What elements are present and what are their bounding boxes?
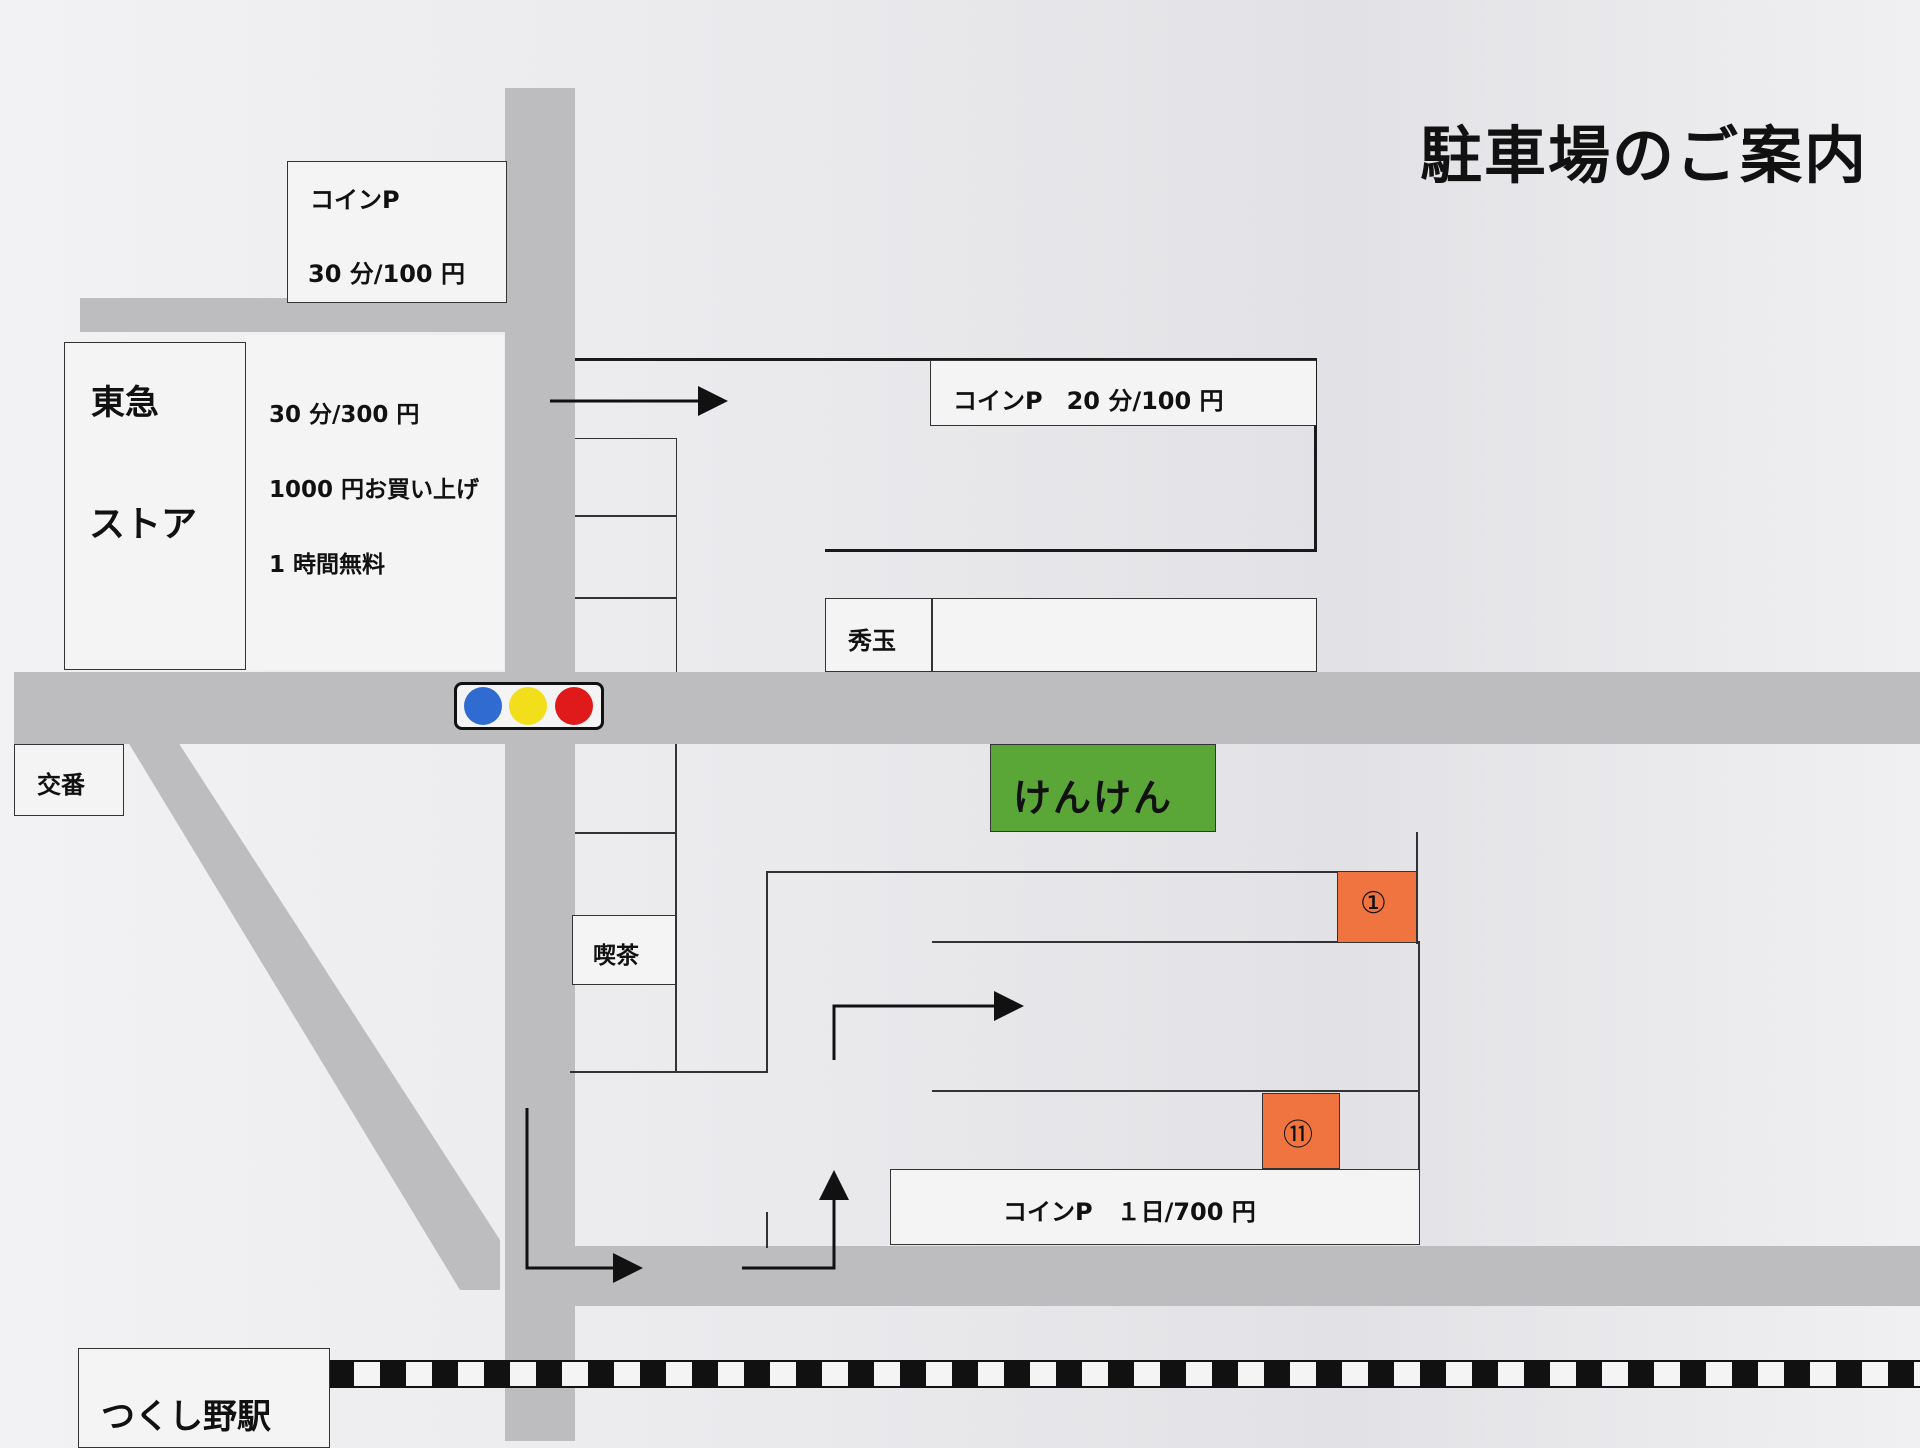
koban: 交番	[14, 744, 124, 816]
coin-parking-bottom: コインP １日/700 円	[890, 1169, 1420, 1245]
parking-line	[932, 941, 1418, 943]
station-label: つくし野駅	[101, 1397, 271, 1437]
kissa-label: 喫茶	[593, 943, 639, 969]
road-main-vertical	[505, 88, 575, 1441]
parking-space-1-label: ①	[1360, 886, 1387, 921]
traffic-signal	[454, 682, 604, 730]
tokyu-note-line1: 30 分/300 円	[269, 402, 420, 428]
tsukushino-station: つくし野駅	[78, 1348, 330, 1448]
parking-line	[1418, 941, 1420, 1245]
divider	[931, 599, 933, 671]
tokyu-note-line2: 1000 円お買い上げ	[269, 477, 480, 503]
railway-track	[328, 1360, 1920, 1388]
parking-space-2: ⑪	[1262, 1093, 1340, 1169]
parking-space-1: ①	[1337, 871, 1417, 943]
tokyu-note-line3: 1 時間無料	[269, 552, 386, 578]
coin-parking-right-label: コインP 20 分/100 円	[953, 387, 1224, 415]
shugyoku-shop: 秀玉	[825, 598, 1317, 672]
divider	[570, 1071, 768, 1073]
parking-outline-bottom	[825, 549, 1317, 552]
parking-line	[766, 1212, 768, 1248]
road-bottom	[570, 1246, 1920, 1306]
tokyu-parking-note: 30 分/300 円 1000 円お買い上げ 1 時間無料	[246, 335, 504, 670]
divider	[575, 832, 677, 834]
kenken-label: けんけん	[1013, 776, 1174, 820]
signal-blue-icon	[464, 687, 502, 725]
parking-outline-top	[575, 358, 1317, 361]
page-title: 駐車場のご案内	[1420, 119, 1869, 192]
building-edge	[675, 744, 677, 1072]
coin-parking-top-rate: 30 分/100 円	[308, 260, 465, 288]
shugyoku-label: 秀玉	[848, 627, 896, 655]
parking-outline-right	[1314, 358, 1317, 552]
divider	[575, 597, 677, 599]
kenken-shop: けんけん	[990, 744, 1216, 832]
coin-parking-top-name: コインP	[310, 186, 400, 214]
building-strip-upper	[575, 438, 677, 672]
signal-yellow-icon	[509, 687, 547, 725]
coin-parking-right: コインP 20 分/100 円	[930, 360, 1316, 426]
signal-red-icon	[555, 687, 593, 725]
tokyu-store: 東急 ストア	[64, 342, 246, 670]
parking-space-2-label: ⑪	[1283, 1118, 1313, 1153]
koban-label: 交番	[37, 771, 85, 799]
divider	[575, 515, 677, 517]
coin-parking-top: コインP 30 分/100 円	[287, 161, 507, 303]
tokyu-store-name-2: ストア	[89, 504, 198, 545]
parking-line	[766, 871, 768, 1073]
road-top-left	[80, 298, 510, 332]
kissa-shop: 喫茶	[572, 915, 676, 985]
parking-line	[932, 1090, 1420, 1092]
coin-parking-bottom-label: コインP １日/700 円	[1003, 1198, 1256, 1226]
road-main-horizontal	[14, 672, 1920, 744]
parking-line	[766, 871, 1418, 873]
tokyu-store-name-1: 東急	[91, 383, 159, 423]
